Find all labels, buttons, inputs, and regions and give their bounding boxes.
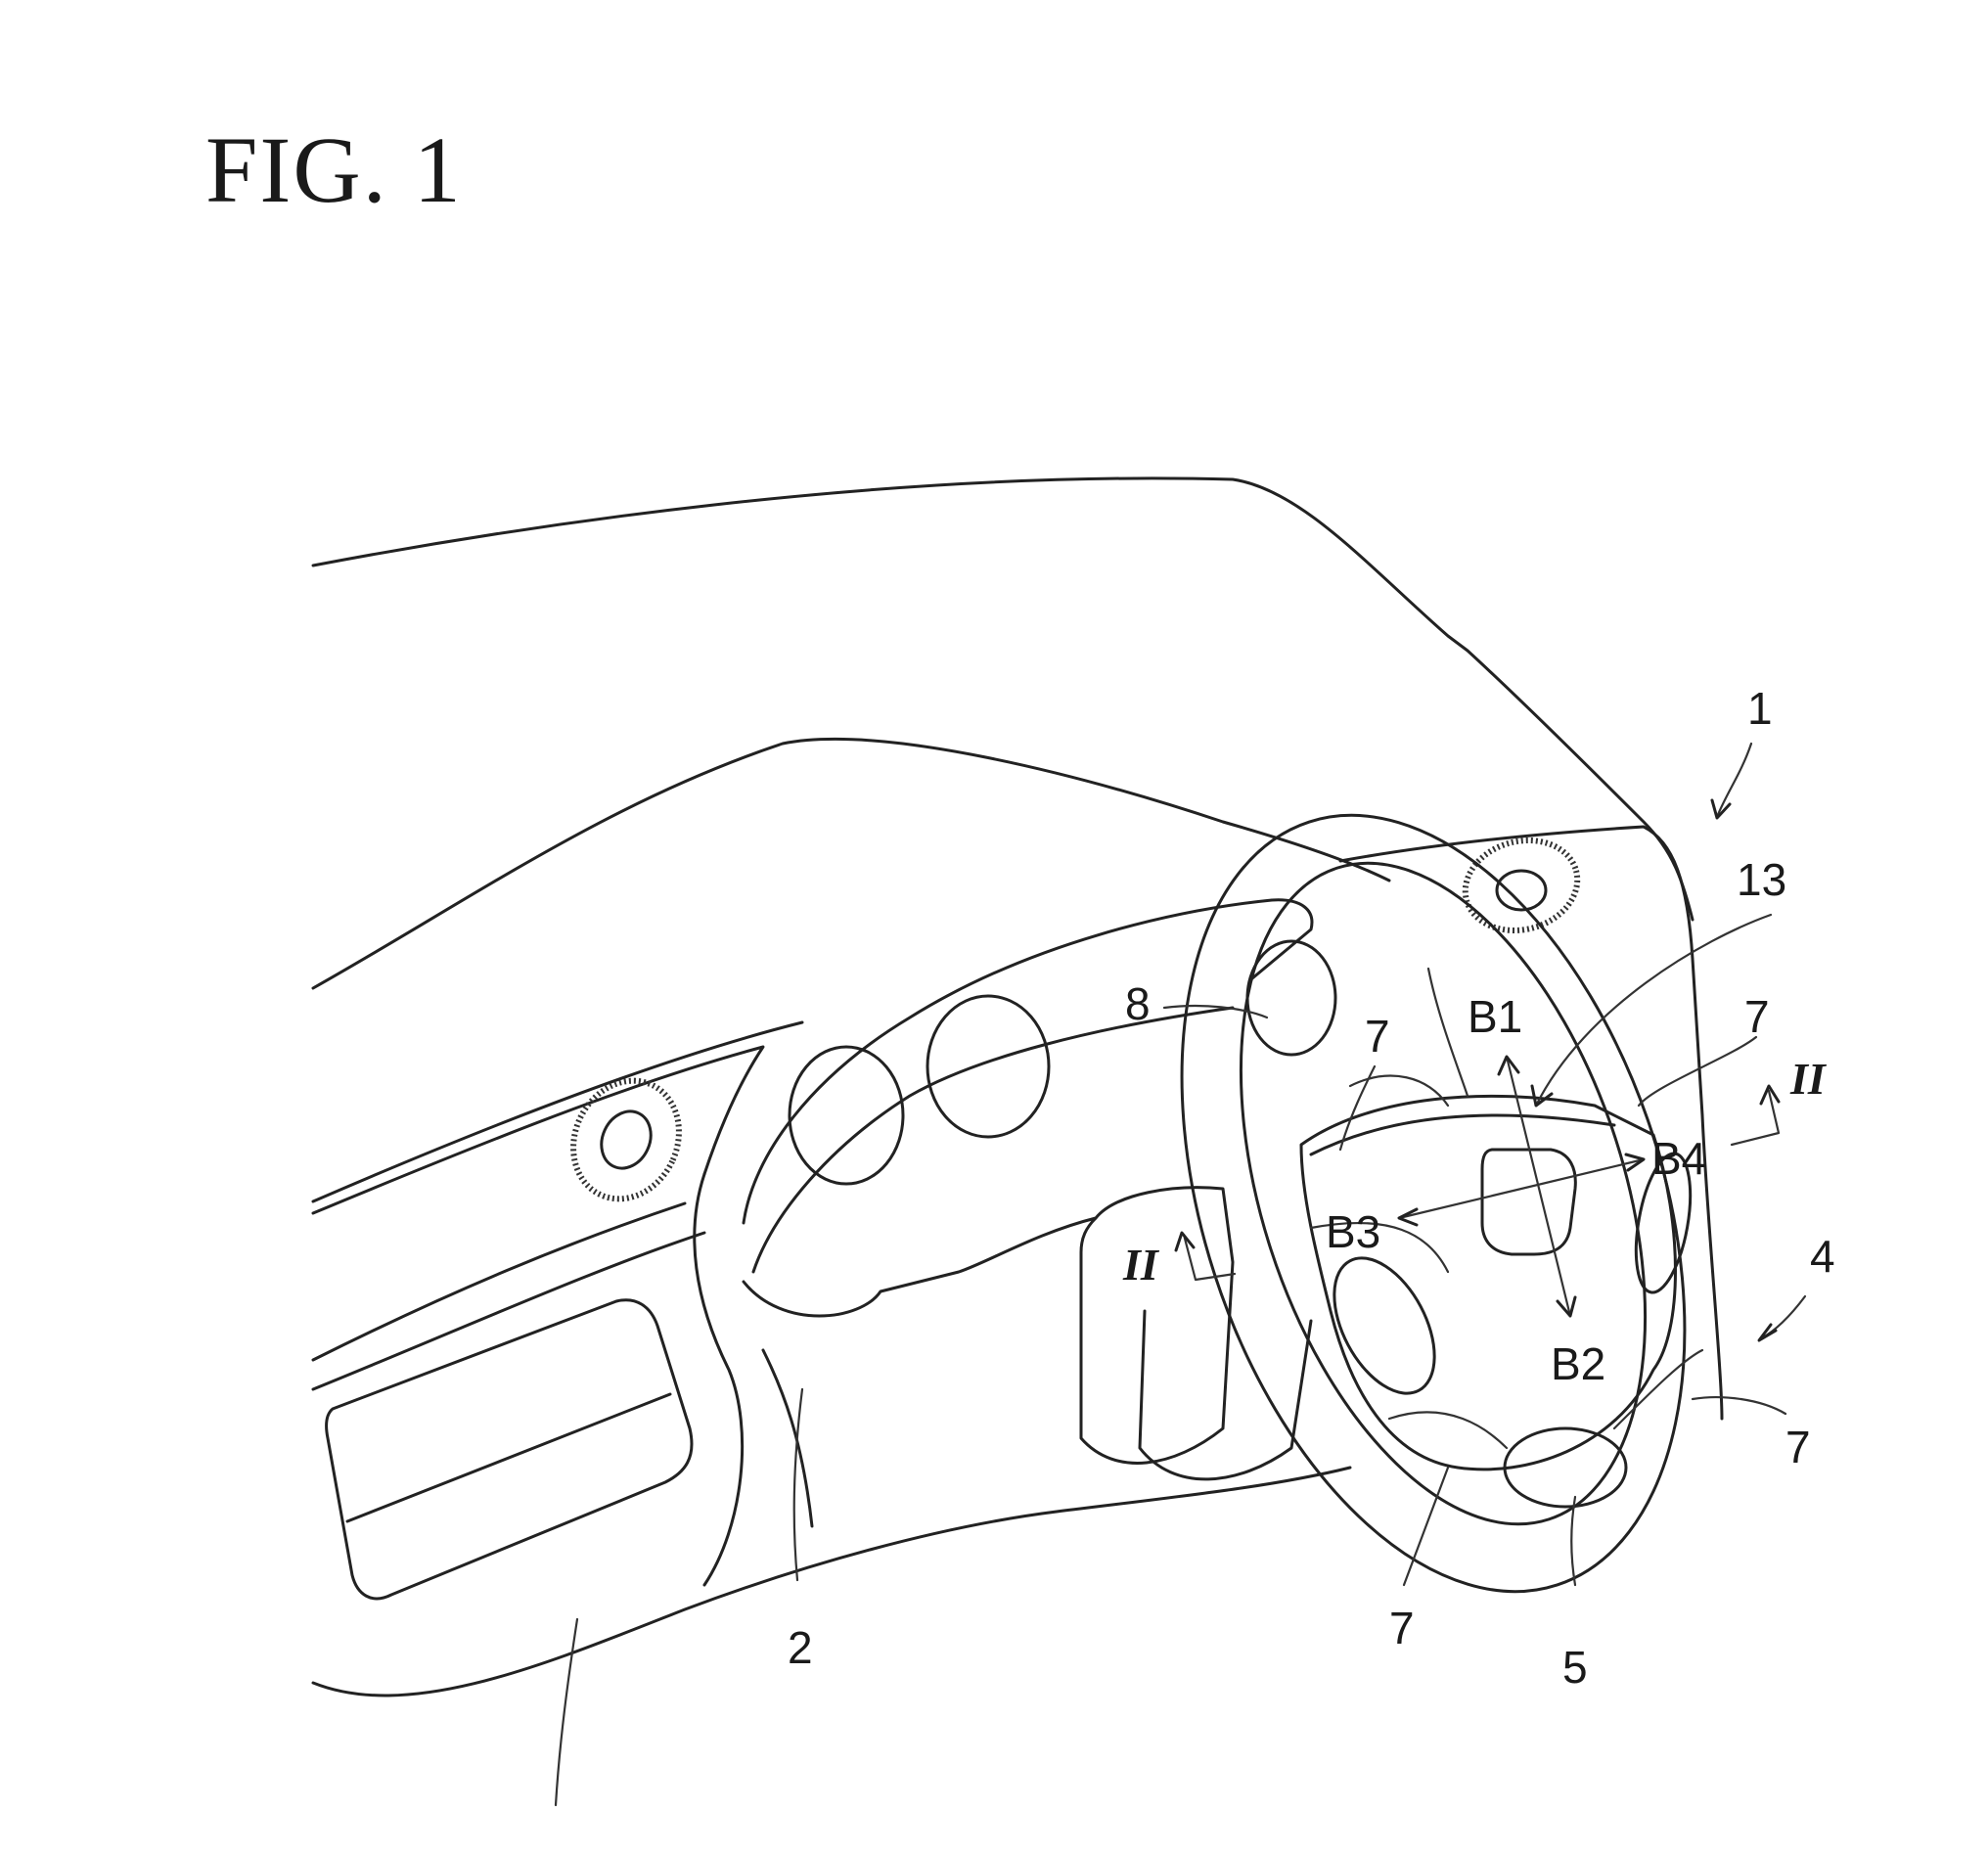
ref-label-5: 5 [1562,1642,1588,1693]
ref-label-7-bottom-right: 7 [1785,1422,1811,1472]
spoke-line-2 [1389,1412,1507,1448]
leader-7-top-left [1340,1066,1375,1150]
label-b4: B4 [1651,1133,1706,1184]
section-label-right: II [1789,1054,1828,1104]
ref-label-13: 13 [1737,854,1786,905]
arrow-b1-b2 [1507,1057,1570,1316]
ref-label-2: 2 [788,1622,813,1673]
gauge-left [790,1047,903,1184]
spoke-line-4 [1350,1076,1448,1106]
ref-label-1: 1 [1747,683,1773,734]
label-b1: B1 [1468,991,1522,1042]
glove-box-split [347,1394,670,1521]
label-b2: B2 [1551,1338,1605,1389]
steering-center-button [1482,1150,1575,1254]
steering-wheel-rim-inner [1165,812,1721,1575]
ref-label-8: 8 [1125,978,1151,1029]
section-label-left: II [1122,1240,1160,1289]
steering-pad-rim [1311,1115,1614,1154]
section-line-right [1732,1091,1779,1145]
leader-4 [1761,1296,1805,1338]
spoke-opening-bottom [1505,1428,1626,1507]
left-dash-lower-line [313,1047,763,1213]
left-air-vent-inner [593,1104,660,1177]
left-dash-panel-lower [313,1233,704,1389]
dashboard-top-contour [313,739,1389,988]
ref-label-7-top-right: 7 [1744,991,1770,1042]
ref-label-7-top-left: 7 [1365,1011,1390,1062]
gauge-right [1247,941,1335,1055]
leader-1 [1717,744,1751,817]
gauge-center [927,996,1049,1137]
steering-column-cover [1081,1188,1233,1464]
center-console-left [695,1174,743,1585]
leader-5 [1571,1497,1575,1585]
left-dash-panel [313,1203,685,1360]
left-air-vent-outer [555,1063,699,1216]
arrow-b3-b4 [1399,1159,1644,1218]
center-console-right [763,1350,812,1526]
ref-label-7-bottom: 7 [1389,1603,1415,1653]
arrowhead-4 [1759,1325,1776,1340]
right-air-vent-outer [1455,829,1587,943]
lower-dash-edge [313,1468,1350,1696]
instrument-cluster-inner [753,1008,1233,1272]
leader-2 [794,1389,802,1580]
leader-7-bottom-right [1693,1397,1785,1414]
lower-dash-stem [556,1619,577,1805]
spoke-line-5 [1428,969,1468,1096]
leader-13 [1536,915,1771,1106]
ref-label-4: 4 [1810,1231,1835,1282]
arrowhead-b3 [1399,1209,1417,1225]
glove-box [327,1300,692,1599]
instrument-cluster-bottom [744,1218,1096,1316]
steering-wheel-rim-outer [1091,750,1776,1655]
label-b3: B3 [1326,1206,1380,1257]
instrument-cluster-hood [744,900,1312,1223]
